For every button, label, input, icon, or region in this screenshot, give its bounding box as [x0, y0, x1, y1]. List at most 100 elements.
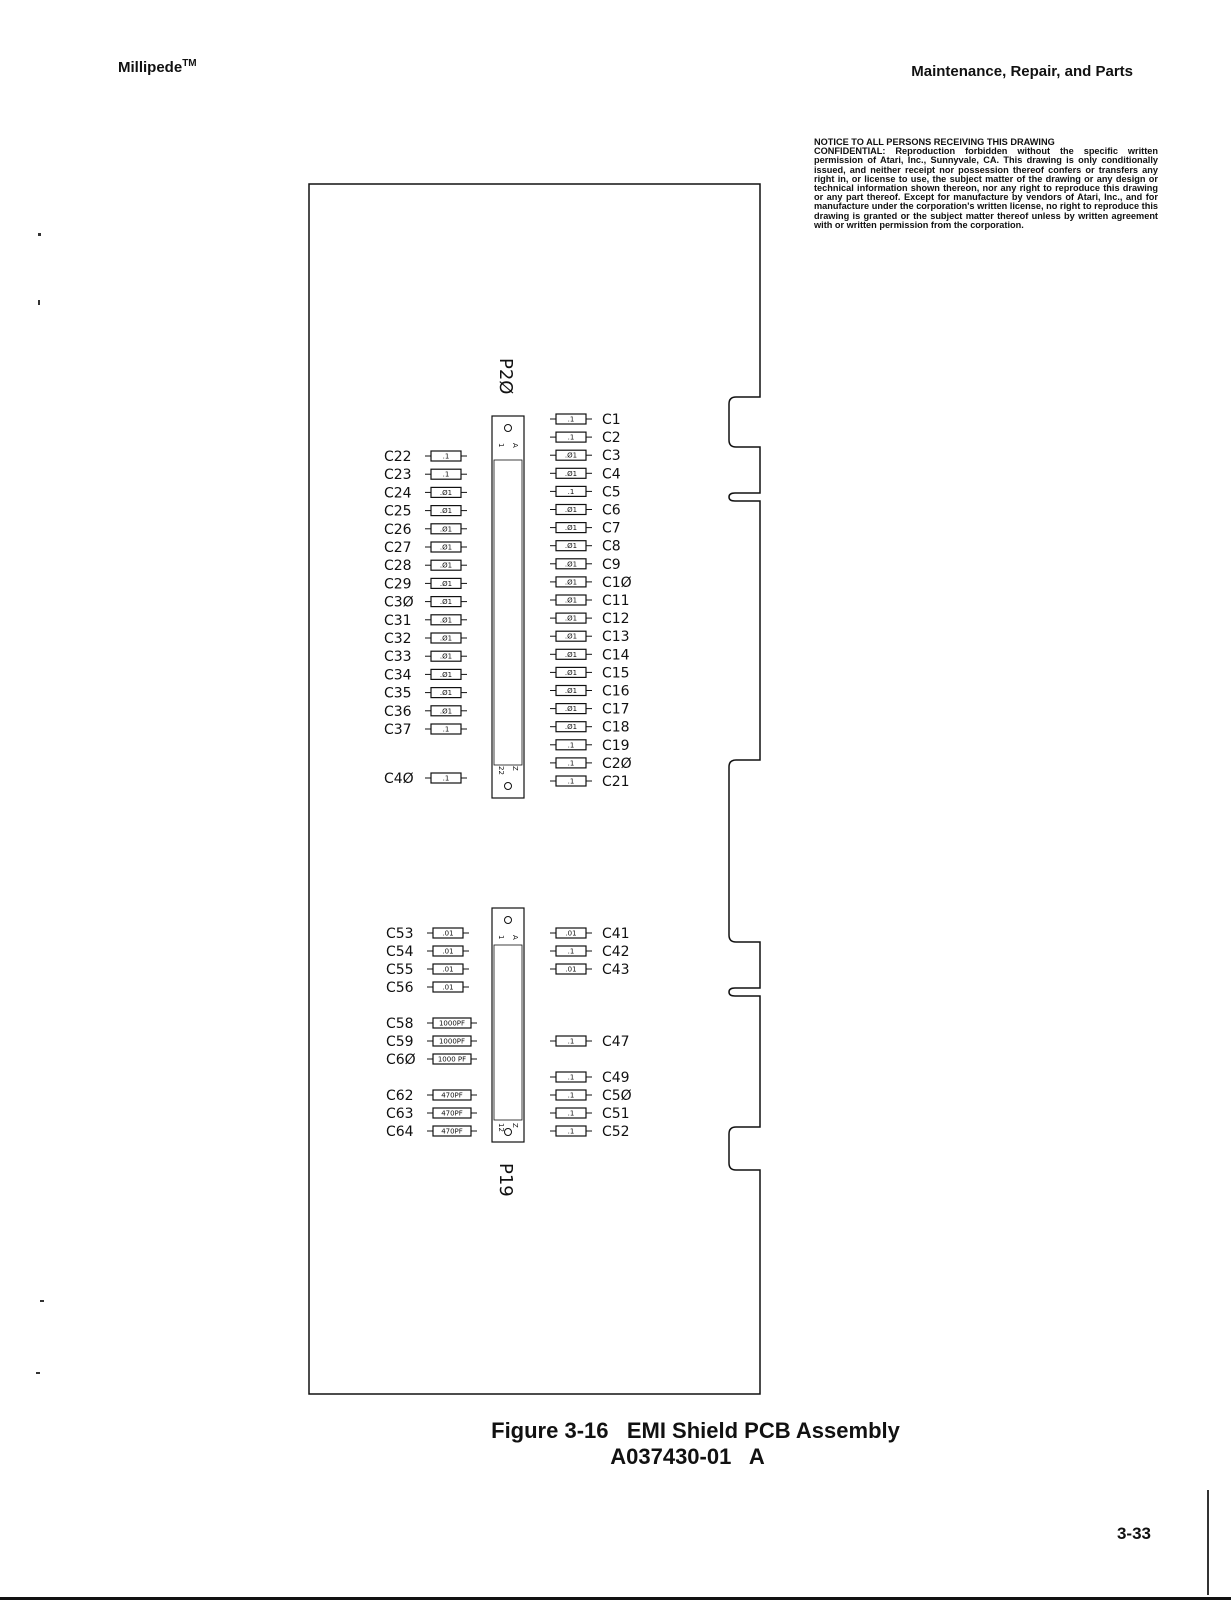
capacitor-c4: C4.Ø1: [550, 466, 621, 482]
scan-dot: [38, 300, 40, 305]
capacitor-value: .Ø1: [440, 689, 452, 697]
capacitor-ref: C49: [602, 1070, 630, 1086]
capacitor-c55: C55.01: [386, 962, 469, 978]
capacitor-ref: C34: [384, 667, 412, 683]
connector-p20-label: P2Ø: [495, 358, 516, 394]
capacitor-ref: C9: [602, 557, 621, 573]
capacitor-ref: C22: [384, 449, 412, 465]
capacitor-ref: C6Ø: [386, 1052, 416, 1068]
capacitor-ref: C19: [602, 738, 630, 754]
capacitor-c43: C43 .01: [550, 962, 630, 978]
connector-p19: P19 1 A 12 Z: [491, 907, 525, 1197]
capacitor-c2ø: C2Ø .1: [550, 756, 632, 772]
capacitor-c19: C19 .1: [550, 738, 630, 754]
capacitor-value: .01: [565, 930, 576, 938]
capacitor-value: .1: [568, 759, 575, 767]
capacitor-ref: C41: [602, 926, 630, 942]
scan-dot: [36, 1372, 40, 1374]
capacitor-value: .Ø1: [565, 687, 577, 695]
capacitor-value: .Ø1: [440, 507, 452, 515]
section-title: Maintenance, Repair, and Parts: [911, 63, 1133, 80]
capacitor-value: .Ø1: [440, 562, 452, 570]
capacitor-value: .1: [443, 726, 450, 734]
capacitor-ref: C2: [602, 430, 621, 446]
capacitor-c22: C22.1: [384, 449, 467, 465]
capacitor-ref: C58: [386, 1016, 414, 1032]
capacitor-c42: C42.1: [550, 944, 630, 960]
capacitor-c32: C32.Ø1: [384, 631, 467, 647]
capacitor-c28: C28.Ø1: [384, 558, 467, 574]
capacitor-value: .Ø1: [440, 635, 452, 643]
capacitor-ref: C31: [384, 613, 412, 629]
capacitor-c41: C41 .01: [550, 926, 630, 942]
capacitor-value: .1: [568, 741, 575, 749]
capacitor-ref: C1: [602, 412, 621, 428]
capacitor-c17: C17.Ø1: [550, 702, 630, 718]
capacitor-value: .1: [568, 1092, 575, 1100]
capacitor-value: .Ø1: [565, 578, 577, 586]
capacitor-value: .1: [443, 471, 450, 479]
capacitor-ref: C3Ø: [384, 595, 414, 611]
capacitor-value: 470PF: [441, 1092, 463, 1100]
capacitor-value: .Ø1: [565, 542, 577, 550]
capacitor-value: .1: [568, 948, 575, 956]
connector-p19-label: P19: [495, 1163, 516, 1197]
capacitor-ref: C12: [602, 611, 630, 627]
capacitor-c14: C14.Ø1: [550, 647, 630, 663]
capacitor-c2: C2.1: [550, 430, 621, 446]
capacitor-value: .1: [568, 1110, 575, 1118]
capacitor-value: .Ø1: [565, 705, 577, 713]
connector-p20: P2Ø 1 A 22 Z: [491, 358, 525, 799]
capacitor-c13: C13.Ø1: [550, 629, 630, 645]
capacitor-value: .01: [565, 966, 576, 974]
capacitor-ref: C33: [384, 649, 412, 665]
capacitor-value: .1: [568, 778, 575, 786]
capacitor-ref: C11: [602, 593, 630, 609]
scan-edge-line: [1207, 1490, 1209, 1595]
capacitor-ref: C36: [384, 704, 412, 720]
p20-pin-last-letter: Z: [511, 766, 519, 771]
capacitor-value: .1: [568, 488, 575, 496]
capacitor-value: .Ø1: [440, 580, 452, 588]
capacitor-c29: C29 .Ø1: [384, 576, 467, 592]
notice-body: CONFIDENTIAL: Reproduction forbidden wit…: [814, 146, 1158, 230]
capacitor-value: .Ø1: [565, 560, 577, 568]
trademark-mark: TM: [182, 58, 197, 69]
capacitor-c9: C9 .Ø1: [550, 557, 621, 573]
capacitor-ref: C35: [384, 686, 412, 702]
capacitor-ref: C15: [602, 665, 630, 681]
capacitor-ref: C24: [384, 485, 412, 501]
capacitor-value: .Ø1: [565, 615, 577, 623]
capacitor-ref: C29: [384, 576, 412, 592]
capacitor-ref: C1Ø: [602, 575, 632, 591]
capacitor-value: .Ø1: [440, 489, 452, 497]
p19-pin-last-letter: Z: [511, 1123, 519, 1128]
capacitor-ref: C2Ø: [602, 756, 632, 772]
capacitor-ref: C5Ø: [602, 1088, 632, 1104]
capacitor-value: .Ø1: [565, 723, 577, 731]
capacitor-ref: C47: [602, 1034, 630, 1050]
pcb-outline: [308, 183, 761, 1395]
confidentiality-notice: NOTICE TO ALL PERSONS RECEIVING THIS DRA…: [814, 137, 1158, 230]
p19-pin-last: 12: [497, 1123, 505, 1132]
capacitor-ref: C23: [384, 467, 412, 483]
capacitor-c52: C52.1: [550, 1124, 630, 1140]
capacitor-ref: C43: [602, 962, 630, 978]
capacitor-ref: C55: [386, 962, 414, 978]
capacitor-value: .1: [568, 1128, 575, 1136]
capacitor-c26: C26.Ø1: [384, 522, 467, 538]
capacitor-c27: C27.Ø1: [384, 540, 467, 556]
capacitor-c21: C21 .1: [550, 774, 630, 790]
capacitor-value: .Ø1: [565, 470, 577, 478]
document-title: MillipedeTM: [118, 58, 197, 76]
capacitor-value: 1000 PF: [438, 1056, 466, 1064]
capacitor-ref: C21: [602, 774, 630, 790]
capacitor-value: 470PF: [441, 1110, 463, 1118]
capacitor-c53: C53.01: [386, 926, 469, 942]
capacitor-c47: C47.1: [550, 1034, 630, 1050]
capacitor-ref: C26: [384, 522, 412, 538]
capacitor-value: .1: [568, 1074, 575, 1082]
capacitor-c6: C6.Ø1: [550, 503, 621, 519]
